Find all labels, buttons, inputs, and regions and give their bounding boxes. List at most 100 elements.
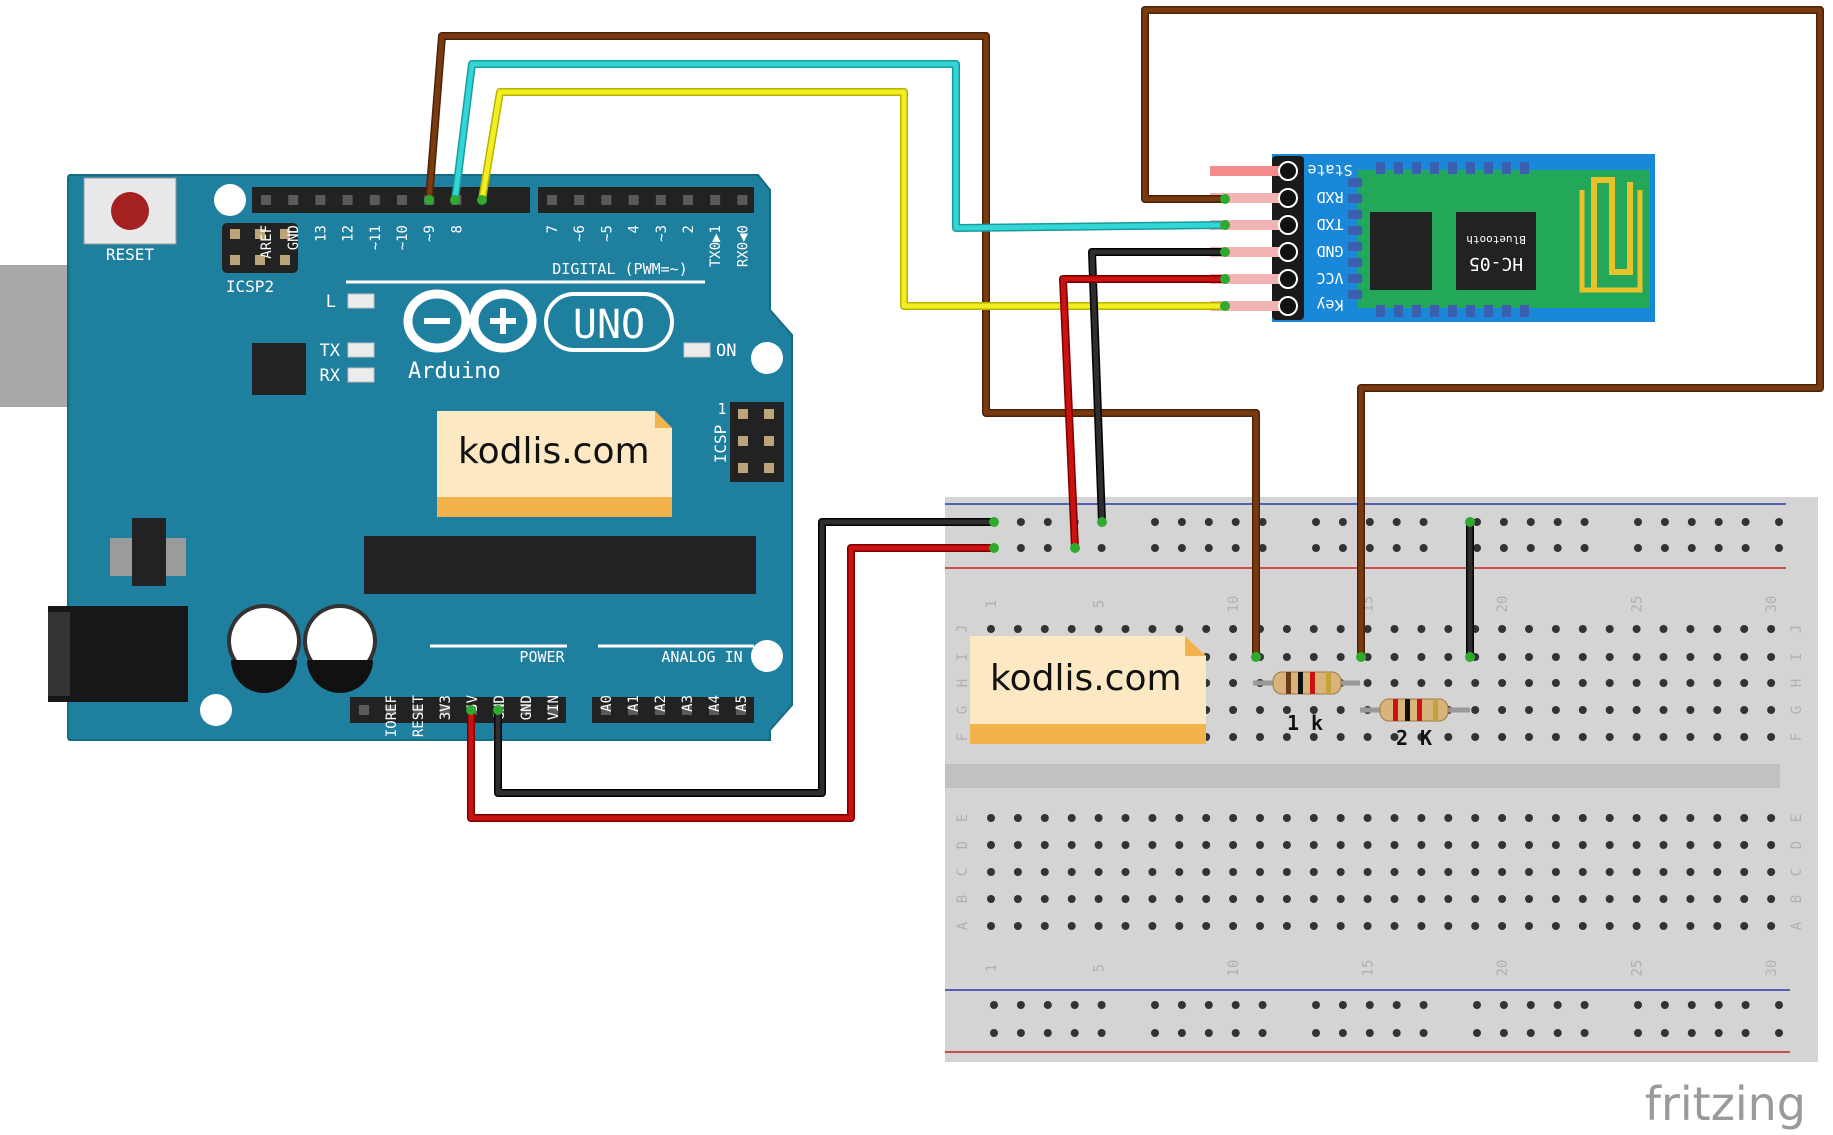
breadboard-hole[interactable] xyxy=(1148,841,1157,849)
breadboard-hole[interactable] xyxy=(1256,922,1264,930)
breadboard-hole[interactable] xyxy=(1713,895,1722,903)
breadboard-hole[interactable] xyxy=(1444,868,1453,876)
breadboard-hole[interactable] xyxy=(1363,679,1372,687)
breadboard-hole[interactable] xyxy=(1471,814,1480,822)
breadboard-hole[interactable] xyxy=(1282,841,1291,849)
breadboard-hole[interactable] xyxy=(1336,653,1345,661)
breadboard-hole[interactable] xyxy=(1256,706,1264,714)
breadboard-hole[interactable] xyxy=(1282,814,1291,822)
breadboard-hole[interactable] xyxy=(1229,625,1238,633)
breadboard-hole[interactable] xyxy=(1632,625,1641,633)
breadboard-hole[interactable] xyxy=(1605,868,1614,876)
breadboard-hole[interactable] xyxy=(1525,625,1533,633)
rail-hole[interactable] xyxy=(1177,1001,1186,1009)
rail-hole[interactable] xyxy=(1312,518,1320,526)
rail-hole[interactable] xyxy=(1392,518,1401,526)
breadboard-hole[interactable] xyxy=(1229,706,1238,714)
breadboard-hole[interactable] xyxy=(1363,868,1372,876)
analog-header-pin[interactable] xyxy=(655,705,665,715)
analog-header-pin[interactable] xyxy=(736,705,746,715)
breadboard-hole[interactable] xyxy=(1094,625,1103,633)
breadboard-hole[interactable] xyxy=(1686,625,1695,633)
breadboard-hole[interactable] xyxy=(1067,625,1076,633)
breadboard-hole[interactable] xyxy=(1632,895,1641,903)
rail-hole[interactable] xyxy=(1016,1001,1025,1009)
breadboard-hole[interactable] xyxy=(1417,895,1426,903)
breadboard-hole[interactable] xyxy=(1686,679,1695,687)
breadboard-hole[interactable] xyxy=(1148,895,1157,903)
breadboard-hole[interactable] xyxy=(1605,895,1614,903)
breadboard-hole[interactable] xyxy=(1390,922,1399,930)
breadboard-hole[interactable] xyxy=(1740,922,1749,930)
breadboard-hole[interactable] xyxy=(1390,679,1399,687)
rail-hole[interactable] xyxy=(1526,1029,1535,1037)
breadboard-hole[interactable] xyxy=(1686,895,1695,903)
breadboard-hole[interactable] xyxy=(1605,841,1614,849)
rail-hole[interactable] xyxy=(1043,544,1052,552)
breadboard-hole[interactable] xyxy=(1551,733,1560,741)
rail-hole[interactable] xyxy=(1775,1001,1783,1009)
breadboard-hole[interactable] xyxy=(1282,895,1291,903)
breadboard-hole[interactable] xyxy=(1229,868,1238,876)
breadboard-hole[interactable] xyxy=(1121,841,1130,849)
breadboard-hole[interactable] xyxy=(1471,895,1480,903)
breadboard-hole[interactable] xyxy=(1282,733,1291,741)
breadboard-hole[interactable] xyxy=(1175,922,1184,930)
rail-hole[interactable] xyxy=(1204,1001,1213,1009)
breadboard-hole[interactable] xyxy=(1417,868,1426,876)
rail-hole[interactable] xyxy=(1338,1001,1347,1009)
rail-hole[interactable] xyxy=(1526,1001,1535,1009)
rail-hole[interactable] xyxy=(1204,544,1213,552)
rail-hole[interactable] xyxy=(1634,1001,1642,1009)
breadboard-hole[interactable] xyxy=(1363,841,1372,849)
breadboard-hole[interactable] xyxy=(1605,679,1614,687)
rail-hole[interactable] xyxy=(1016,544,1025,552)
bt-pin-state[interactable] xyxy=(1210,166,1284,176)
rail-hole[interactable] xyxy=(1714,1029,1723,1037)
breadboard-hole[interactable] xyxy=(1309,841,1318,849)
breadboard-hole[interactable] xyxy=(1498,868,1507,876)
breadboard-hole[interactable] xyxy=(1605,814,1614,822)
power-header-pin[interactable] xyxy=(413,705,423,715)
breadboard-hole[interactable] xyxy=(1551,706,1560,714)
breadboard-hole[interactable] xyxy=(1632,868,1641,876)
breadboard-hole[interactable] xyxy=(1444,733,1453,741)
breadboard-hole[interactable] xyxy=(1417,625,1426,633)
breadboard-hole[interactable] xyxy=(1094,922,1103,930)
breadboard-hole[interactable] xyxy=(1363,625,1372,633)
breadboard-hole[interactable] xyxy=(1632,679,1641,687)
rail-hole[interactable] xyxy=(990,1001,998,1009)
power-header-pin[interactable] xyxy=(440,705,450,715)
rail-hole[interactable] xyxy=(1775,518,1783,526)
breadboard-hole[interactable] xyxy=(1013,625,1022,633)
rail-hole[interactable] xyxy=(1419,1001,1428,1009)
rail-hole[interactable] xyxy=(1775,1029,1783,1037)
breadboard-hole[interactable] xyxy=(1040,841,1049,849)
breadboard-hole[interactable] xyxy=(1578,895,1587,903)
breadboard-hole[interactable] xyxy=(1282,706,1291,714)
digital-header-pin[interactable] xyxy=(547,195,557,205)
breadboard-hole[interactable] xyxy=(1659,625,1668,633)
breadboard-hole[interactable] xyxy=(1175,895,1184,903)
breadboard-hole[interactable] xyxy=(1713,706,1722,714)
breadboard-hole[interactable] xyxy=(1175,841,1184,849)
breadboard-hole[interactable] xyxy=(1067,868,1076,876)
breadboard-hole[interactable] xyxy=(1336,706,1345,714)
breadboard-hole[interactable] xyxy=(1578,679,1587,687)
breadboard-hole[interactable] xyxy=(1551,868,1560,876)
breadboard-hole[interactable] xyxy=(1256,733,1264,741)
breadboard-hole[interactable] xyxy=(1498,922,1507,930)
breadboard-hole[interactable] xyxy=(1309,653,1318,661)
breadboard-hole[interactable] xyxy=(987,814,995,822)
rail-hole[interactable] xyxy=(1151,1029,1159,1037)
breadboard-hole[interactable] xyxy=(1632,841,1641,849)
breadboard-hole[interactable] xyxy=(1525,679,1533,687)
breadboard-hole[interactable] xyxy=(1309,868,1318,876)
rail-hole[interactable] xyxy=(1473,1001,1481,1009)
breadboard-hole[interactable] xyxy=(987,922,995,930)
breadboard-hole[interactable] xyxy=(1498,895,1507,903)
rail-hole[interactable] xyxy=(1231,1001,1240,1009)
breadboard-hole[interactable] xyxy=(1659,841,1668,849)
breadboard-hole[interactable] xyxy=(1336,868,1345,876)
breadboard-hole[interactable] xyxy=(1767,922,1776,930)
